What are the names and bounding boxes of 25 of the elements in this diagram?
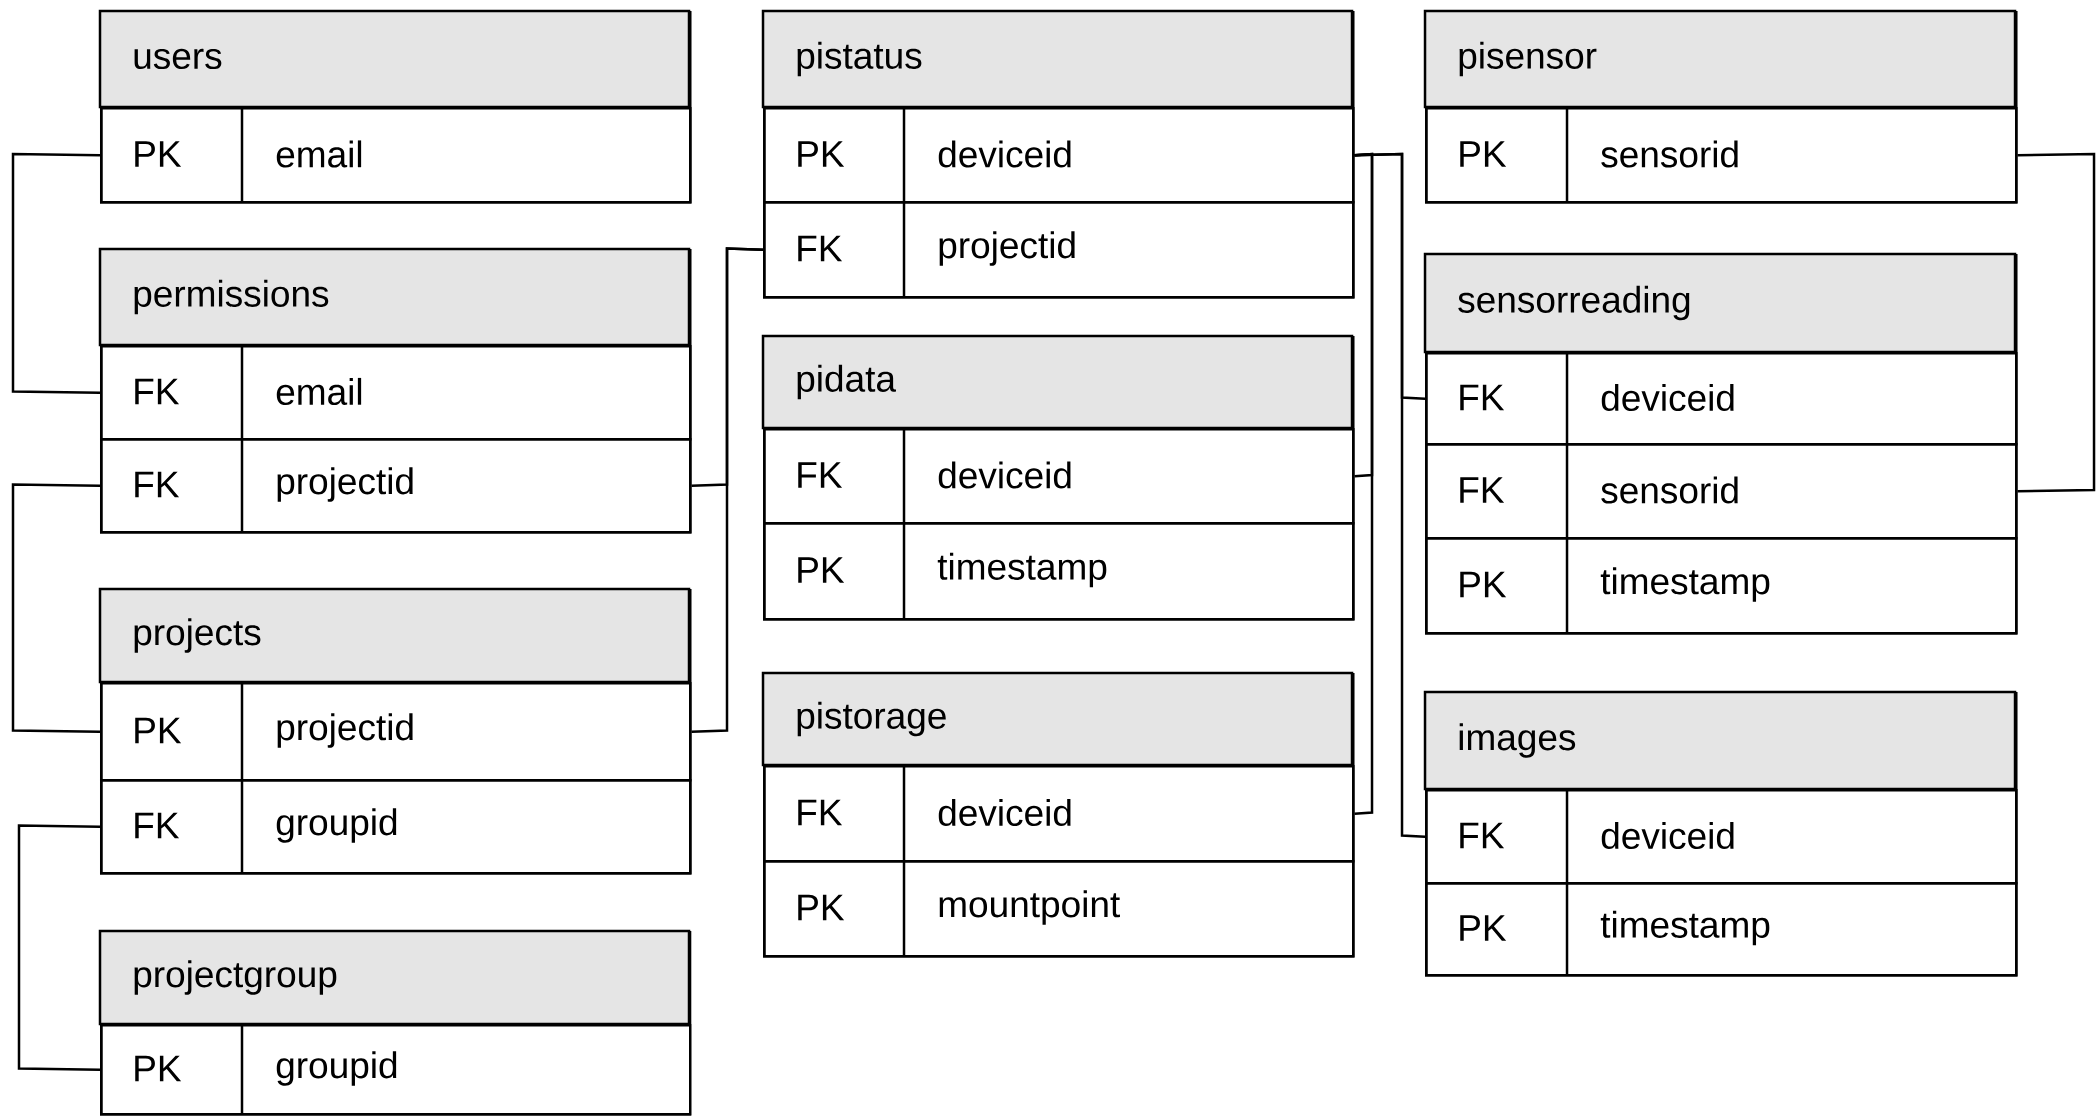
connector [1354, 152, 1426, 838]
table-row: PK projectid [100, 682, 692, 782]
table-row: PK sensorid [1425, 107, 2018, 204]
table-row: PK email [100, 107, 692, 204]
table-row: FK deviceid [1425, 352, 2018, 446]
connector [1354, 152, 1374, 815]
table-row: PK deviceid [763, 107, 1355, 204]
table-row: PK groupid [100, 1024, 692, 1116]
connector [2017, 152, 2096, 493]
table-row: FK sensorid [1425, 443, 2018, 540]
connector [11, 483, 100, 733]
table-row: FK deviceid [1425, 789, 2018, 885]
table-row: PK timestamp [1425, 537, 2018, 635]
table-row: FK deviceid [763, 765, 1355, 863]
connector [17, 824, 101, 1071]
table-row: FK projectid [763, 201, 1355, 299]
table-row: PK timestamp [763, 522, 1355, 621]
table-row: FK email [100, 345, 692, 441]
connector [11, 152, 101, 394]
table-row: FK groupid [100, 779, 692, 875]
connector [691, 247, 764, 733]
table-row: FK projectid [100, 438, 692, 534]
table-row: PK timestamp [1425, 882, 2018, 977]
table-row: FK deviceid [763, 428, 1355, 525]
table-row: PK mountpoint [763, 860, 1355, 958]
